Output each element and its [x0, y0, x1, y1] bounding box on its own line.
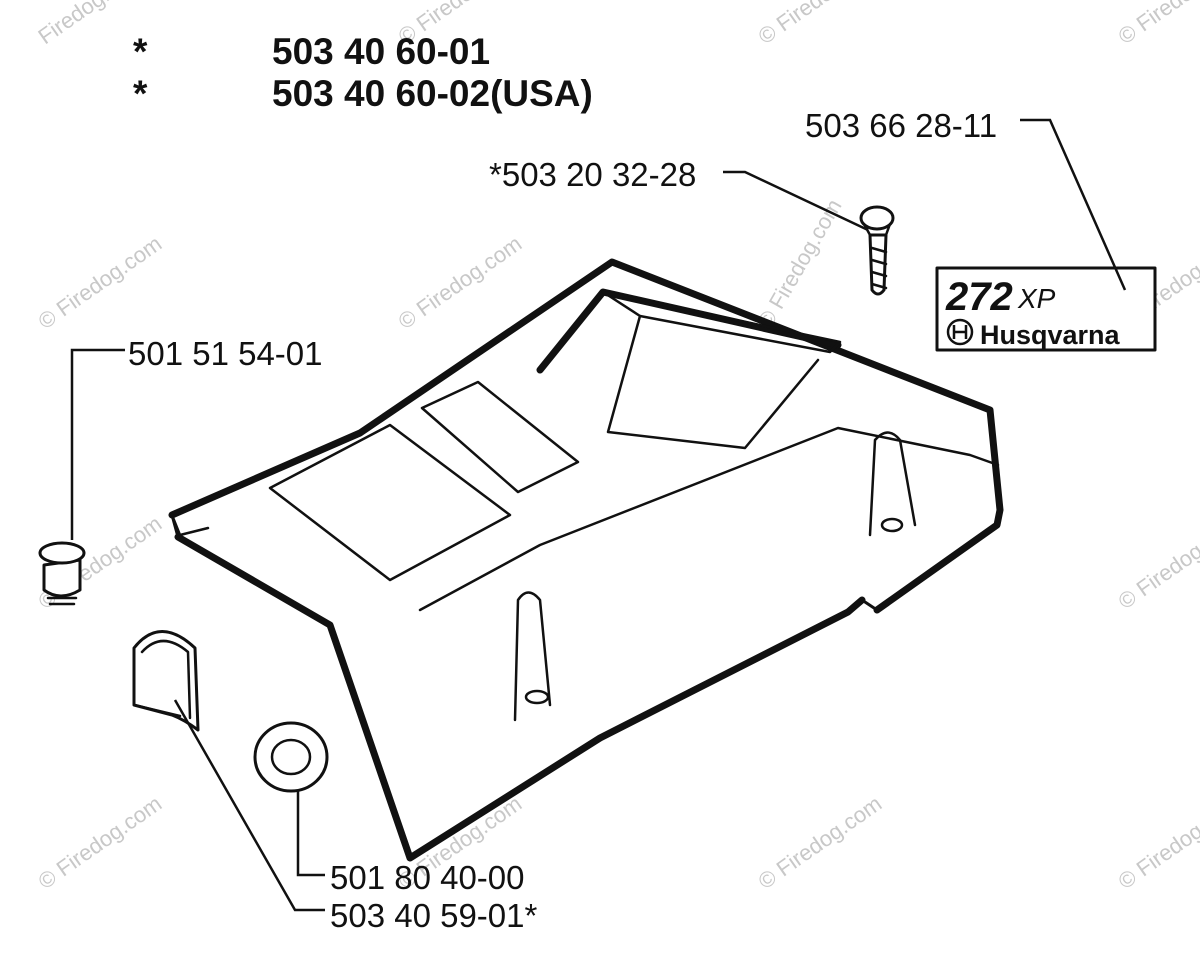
cylinder-cover	[168, 258, 1004, 862]
watermark: © Firedog.com	[394, 231, 527, 334]
watermark: © Firedog.com	[34, 231, 167, 334]
watermark: © Firedog.com	[754, 791, 887, 894]
leader-line-screw	[723, 170, 869, 232]
decal-model-number: 272	[945, 275, 1013, 319]
label-plug: 501 51 54-01	[128, 335, 323, 372]
watermark: © Firedog.com	[1114, 511, 1200, 614]
screw-part	[859, 205, 895, 296]
watermark: © Firedog.com	[1114, 0, 1200, 49]
label-decal: 503 66 28-11	[805, 107, 997, 144]
watermark: © Firedog.com	[34, 791, 167, 894]
header-asterisk-2: *	[133, 73, 148, 114]
leader-line-decal	[1020, 118, 1127, 291]
decal-part: 272 XP Husqvarna	[935, 266, 1157, 352]
leader-line-seal	[173, 699, 325, 912]
header-part-number-2: 503 40 60-02(USA)	[272, 73, 593, 114]
label-seal: 503 40 59-01*	[330, 897, 538, 934]
watermark: © Firedog.com	[1114, 791, 1200, 894]
seal-part	[132, 630, 200, 732]
leader-line-grommet	[296, 790, 325, 877]
leader-line-plug	[70, 348, 125, 540]
watermark: Firedog.com	[34, 0, 149, 49]
grommet-part	[253, 721, 329, 793]
header-asterisk-1: *	[133, 31, 148, 72]
label-grommet: 501 80 40-00	[330, 859, 525, 896]
decal-model-suffix: XP	[1017, 283, 1056, 314]
decal-brand: Husqvarna	[980, 320, 1121, 350]
watermark: © Firedog.com	[754, 0, 887, 49]
label-screw: *503 20 32-28	[489, 156, 696, 193]
plug-part	[38, 541, 86, 606]
header-part-number-1: 503 40 60-01	[272, 31, 490, 72]
husqvarna-logo-icon	[946, 318, 974, 346]
watermark: © Firedog.com	[753, 195, 847, 333]
